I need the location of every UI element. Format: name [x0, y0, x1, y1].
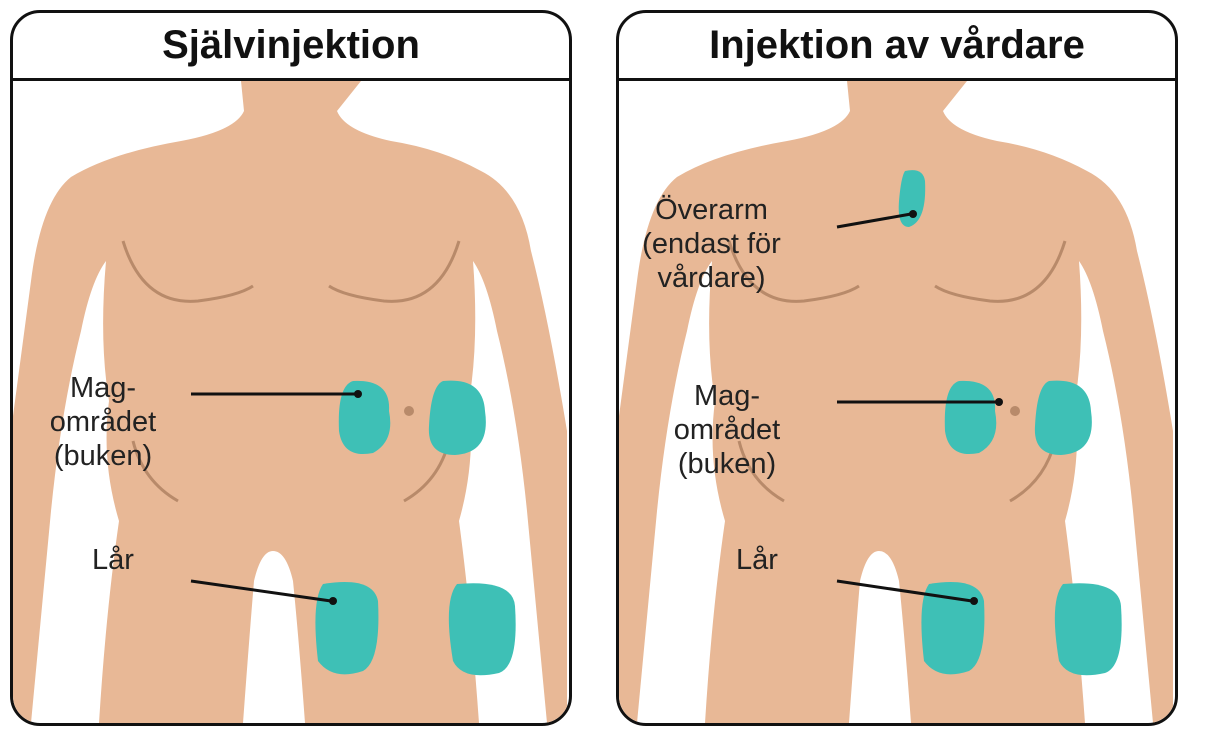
thigh-label: Lår	[717, 543, 797, 577]
abdomen-label-line: Mag-	[33, 371, 173, 405]
abdomen-label-line: (buken)	[657, 447, 797, 481]
caregiver-injection-panel: Injektion av vårdare Överarm (endast för…	[616, 10, 1178, 726]
abdomen-pointer-dot	[354, 390, 362, 398]
upper-arm-label-line: Överarm	[629, 193, 794, 227]
abdomen-site-right	[429, 381, 486, 455]
thigh-label: Lår	[73, 543, 153, 577]
self-injection-panel: Självinjektion Mag- området (buken) Lår	[10, 10, 572, 726]
thigh-site-right	[1055, 583, 1122, 675]
thigh-pointer-dot	[329, 597, 337, 605]
abdomen-label-line: området	[657, 413, 797, 447]
abdomen-site-left	[339, 381, 391, 454]
panel-title: Injektion av vårdare	[619, 13, 1175, 81]
upper-arm-pointer-dot	[909, 210, 917, 218]
abdomen-label-line: området	[33, 405, 173, 439]
navel	[404, 406, 414, 416]
thigh-pointer-dot	[970, 597, 978, 605]
abdomen-label: Mag- området (buken)	[657, 379, 797, 481]
abdomen-label-line: (buken)	[33, 439, 173, 473]
thigh-site-right	[449, 583, 516, 675]
abdomen-label-line: Mag-	[657, 379, 797, 413]
abdomen-pointer-dot	[995, 398, 1003, 406]
thigh-site-left	[315, 582, 378, 674]
panel-title: Självinjektion	[13, 13, 569, 81]
abdomen-site-left	[945, 381, 997, 454]
upper-arm-label-line: (endast för	[629, 227, 794, 261]
upper-arm-label-line: vårdare)	[629, 261, 794, 295]
abdomen-site-right	[1035, 381, 1092, 455]
abdomen-label: Mag- området (buken)	[33, 371, 173, 473]
upper-arm-label: Överarm (endast för vårdare)	[629, 193, 794, 295]
navel	[1010, 406, 1020, 416]
